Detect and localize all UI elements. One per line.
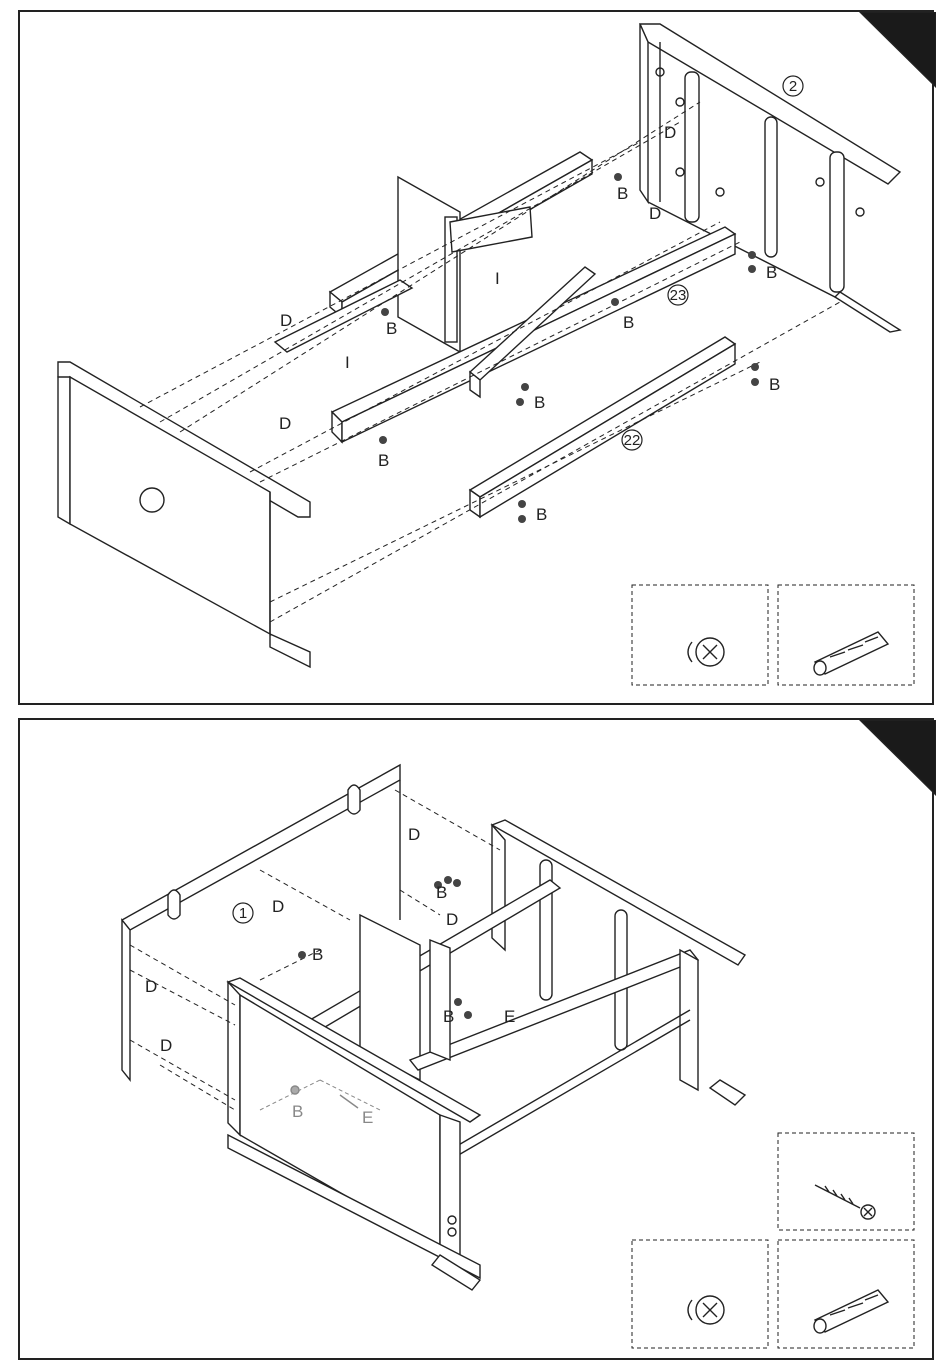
assembly-step-1-panel: 2 23 22 D D D D B B B B B B B B I I: [18, 10, 934, 705]
wooden-dowel-icon: [814, 632, 888, 675]
label-d: D: [280, 311, 292, 330]
label-d: D: [160, 1036, 172, 1055]
step-corner-tab: [860, 12, 936, 87]
label-e-ghost: E: [362, 1108, 373, 1127]
legend-box-dowel: [778, 1240, 914, 1348]
cable-hole: [140, 488, 164, 512]
part-number-2: 2: [789, 78, 797, 95]
wood-screw-icon: [815, 1185, 875, 1219]
center-divider: [398, 177, 460, 352]
label-b: B: [617, 184, 628, 203]
legend-box-cam-lock: [632, 1240, 768, 1348]
cam-lock-icon: [688, 638, 724, 666]
ghost-cam-lock: [291, 1086, 299, 1094]
label-b: B: [378, 451, 389, 470]
label-b: B: [386, 319, 397, 338]
label-d: D: [145, 977, 157, 996]
label-d: D: [664, 123, 676, 142]
label-b: B: [312, 945, 323, 964]
wooden-dowel-icon: [814, 1290, 888, 1333]
label-b: B: [769, 375, 780, 394]
label-i: I: [345, 353, 350, 372]
label-i: I: [495, 269, 500, 288]
cam-lock-icon: [688, 1296, 724, 1324]
label-d: D: [279, 414, 291, 433]
legend-box-cam-lock: [632, 585, 768, 685]
label-b: B: [623, 313, 634, 332]
label-d: D: [649, 204, 661, 223]
label-e: E: [504, 1007, 515, 1026]
legend-box-screw: [778, 1133, 914, 1230]
label-d: D: [446, 910, 458, 929]
rail-part-22: [470, 337, 735, 517]
label-d: D: [408, 825, 420, 844]
label-b-ghost: B: [292, 1102, 303, 1121]
label-b: B: [766, 263, 777, 282]
step-corner-tab: [860, 720, 936, 795]
part-number-1: 1: [239, 905, 247, 922]
label-b: B: [443, 1007, 454, 1026]
assembly-step-2-panel: 1 D D D D D B B B B E E: [18, 718, 934, 1360]
end-panel-right: [640, 24, 900, 332]
rail-short-mid: [470, 267, 595, 397]
label-b: B: [536, 505, 547, 524]
label-d: D: [272, 897, 284, 916]
legend-box-dowel: [778, 585, 914, 685]
step-2-drawing: 1 D D D D D B B B B E E: [20, 720, 936, 1362]
label-b: B: [534, 393, 545, 412]
label-b: B: [436, 883, 447, 902]
step-1-drawing: 2 23 22 D D D D B B B B B B B B I I: [20, 12, 936, 707]
part-number-23: 23: [670, 287, 687, 304]
part-number-22: 22: [624, 432, 641, 449]
